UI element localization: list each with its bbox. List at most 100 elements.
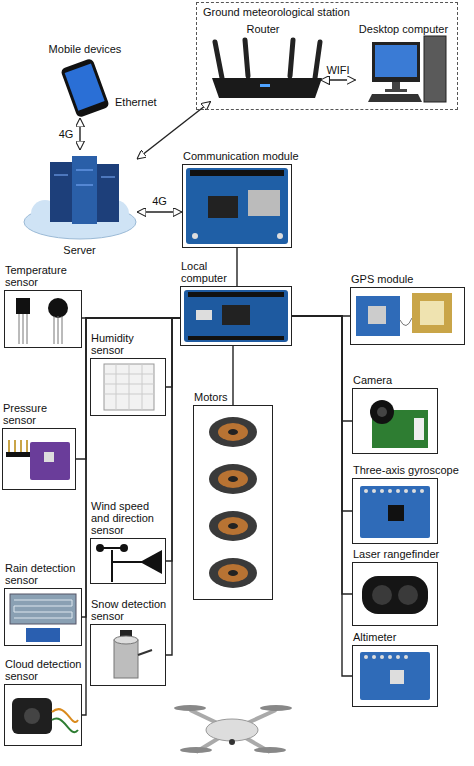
altimeter-illustration-part (390, 670, 404, 684)
anemometer-illustration (96, 544, 162, 582)
local-board-illustration-part (188, 336, 284, 340)
motor-illustration-part (218, 564, 248, 582)
computer-node: Desktop computer (356, 20, 452, 106)
camera-illustration-part (414, 418, 424, 440)
gyroscope-illustration-part (396, 489, 400, 493)
sensor-box: Snow detection sensor (90, 624, 166, 686)
local-board-illustration-part (222, 305, 250, 325)
gyroscope-illustration-part (364, 489, 368, 493)
gps-illustration-part (356, 296, 400, 336)
motor-illustration-part (209, 558, 257, 588)
node-label: Router (206, 23, 321, 35)
motor-illustration-part (228, 523, 238, 529)
gps-illustration-part (420, 301, 444, 325)
sensor-box: Laser rangefinder (352, 562, 438, 626)
node-label: Camera (353, 374, 439, 386)
node-label: Temperature sensor (5, 264, 83, 288)
motor-illustration (209, 417, 257, 588)
laser-illustration (362, 576, 428, 614)
rain-sensor-illustration (10, 594, 76, 642)
drone-illustration-part (206, 719, 258, 741)
server-node: Server (22, 150, 137, 258)
humidity-illustration-part (142, 364, 143, 410)
router-illustration-part (215, 42, 222, 78)
anemometer-illustration-part (140, 550, 162, 574)
edge-label: 4G (59, 128, 74, 140)
station-group: Ground meteorological stationRouter Deskt… (196, 2, 458, 110)
connector-line (166, 318, 180, 655)
sensor-box: Cloud detection sensor (4, 684, 82, 746)
temperature-illustration-part (16, 298, 30, 314)
camera-illustration-part (370, 400, 394, 424)
altimeter-illustration-part (372, 655, 376, 659)
humidity-illustration-part (116, 364, 117, 410)
connector-line (137, 211, 182, 212)
connector-line (82, 318, 180, 715)
temperature-illustration-part (23, 314, 24, 344)
anemometer-illustration-part (120, 544, 128, 552)
snow-sensor-illustration-part (138, 650, 152, 655)
node-label: Server (22, 244, 137, 256)
laser-illustration-part (398, 585, 418, 605)
module-box: Communication module (182, 164, 292, 248)
server-illustration-part (101, 177, 115, 178)
node-label: Mobile devices (40, 43, 130, 55)
altimeter-illustration-part (388, 655, 392, 659)
cloud-sensor-illustration-part (52, 709, 78, 722)
router-node: Router (206, 20, 321, 102)
humidity-illustration (104, 364, 154, 410)
gyroscope-illustration-part (372, 489, 376, 493)
temperature-illustration-part (48, 298, 68, 318)
drone-illustration (174, 705, 292, 753)
node-label: Cloud detection sensor (5, 658, 85, 682)
laser-illustration-part (362, 576, 428, 614)
anemometer-illustration-part (96, 544, 104, 552)
sensor-box: Temperature sensor (4, 290, 82, 348)
laser-illustration-part (372, 585, 392, 605)
drone-illustration-part (174, 705, 206, 711)
desktop-illustration (368, 36, 446, 102)
altimeter-illustration-part (396, 655, 400, 659)
server-illustration-part (72, 156, 97, 224)
node-label: Pressure sensor (3, 402, 77, 426)
node-label: GPS module (351, 273, 466, 285)
node-label: Wind speed and direction sensor (91, 500, 163, 536)
gps-illustration-part (368, 306, 386, 324)
connector-line (292, 316, 352, 594)
local-board-illustration (184, 290, 288, 342)
motor-illustration-part (228, 476, 238, 482)
node-label: Snow detection sensor (91, 598, 169, 622)
connector-line (166, 318, 180, 387)
pressure-illustration-part (30, 442, 70, 480)
node-label: Humidity sensor (91, 332, 167, 356)
motor-illustration-part (218, 517, 248, 535)
node-label: Ground meteorological station (203, 6, 350, 18)
local-board-illustration-part (184, 290, 288, 342)
phone-illustration (60, 58, 110, 118)
temperature-illustration-part (27, 314, 28, 344)
pressure-illustration-part (26, 440, 28, 452)
comm-board-illustration-part (208, 196, 238, 218)
anemometer-illustration-part (111, 550, 113, 582)
drone-illustration-part (260, 705, 292, 711)
motor-illustration-part (228, 429, 238, 435)
motor-illustration-part (209, 417, 257, 447)
server-illustration-part (76, 185, 93, 186)
motor-illustration-part (209, 464, 257, 494)
server-illustration-part (97, 164, 119, 222)
comm-board-illustration-part (186, 168, 288, 244)
connector-line (236, 248, 237, 286)
humidity-illustration-part (129, 364, 130, 410)
node-label: Motors (194, 391, 274, 403)
connector-line (79, 118, 80, 150)
gyroscope-illustration-part (380, 489, 384, 493)
gps-illustration-part (412, 293, 452, 333)
desktop-illustration-part (392, 82, 400, 89)
camera-illustration-part (377, 407, 387, 417)
temperature-illustration-part (54, 316, 55, 344)
sensor-box: Humidity sensor (90, 358, 166, 416)
camera-illustration (370, 400, 428, 448)
